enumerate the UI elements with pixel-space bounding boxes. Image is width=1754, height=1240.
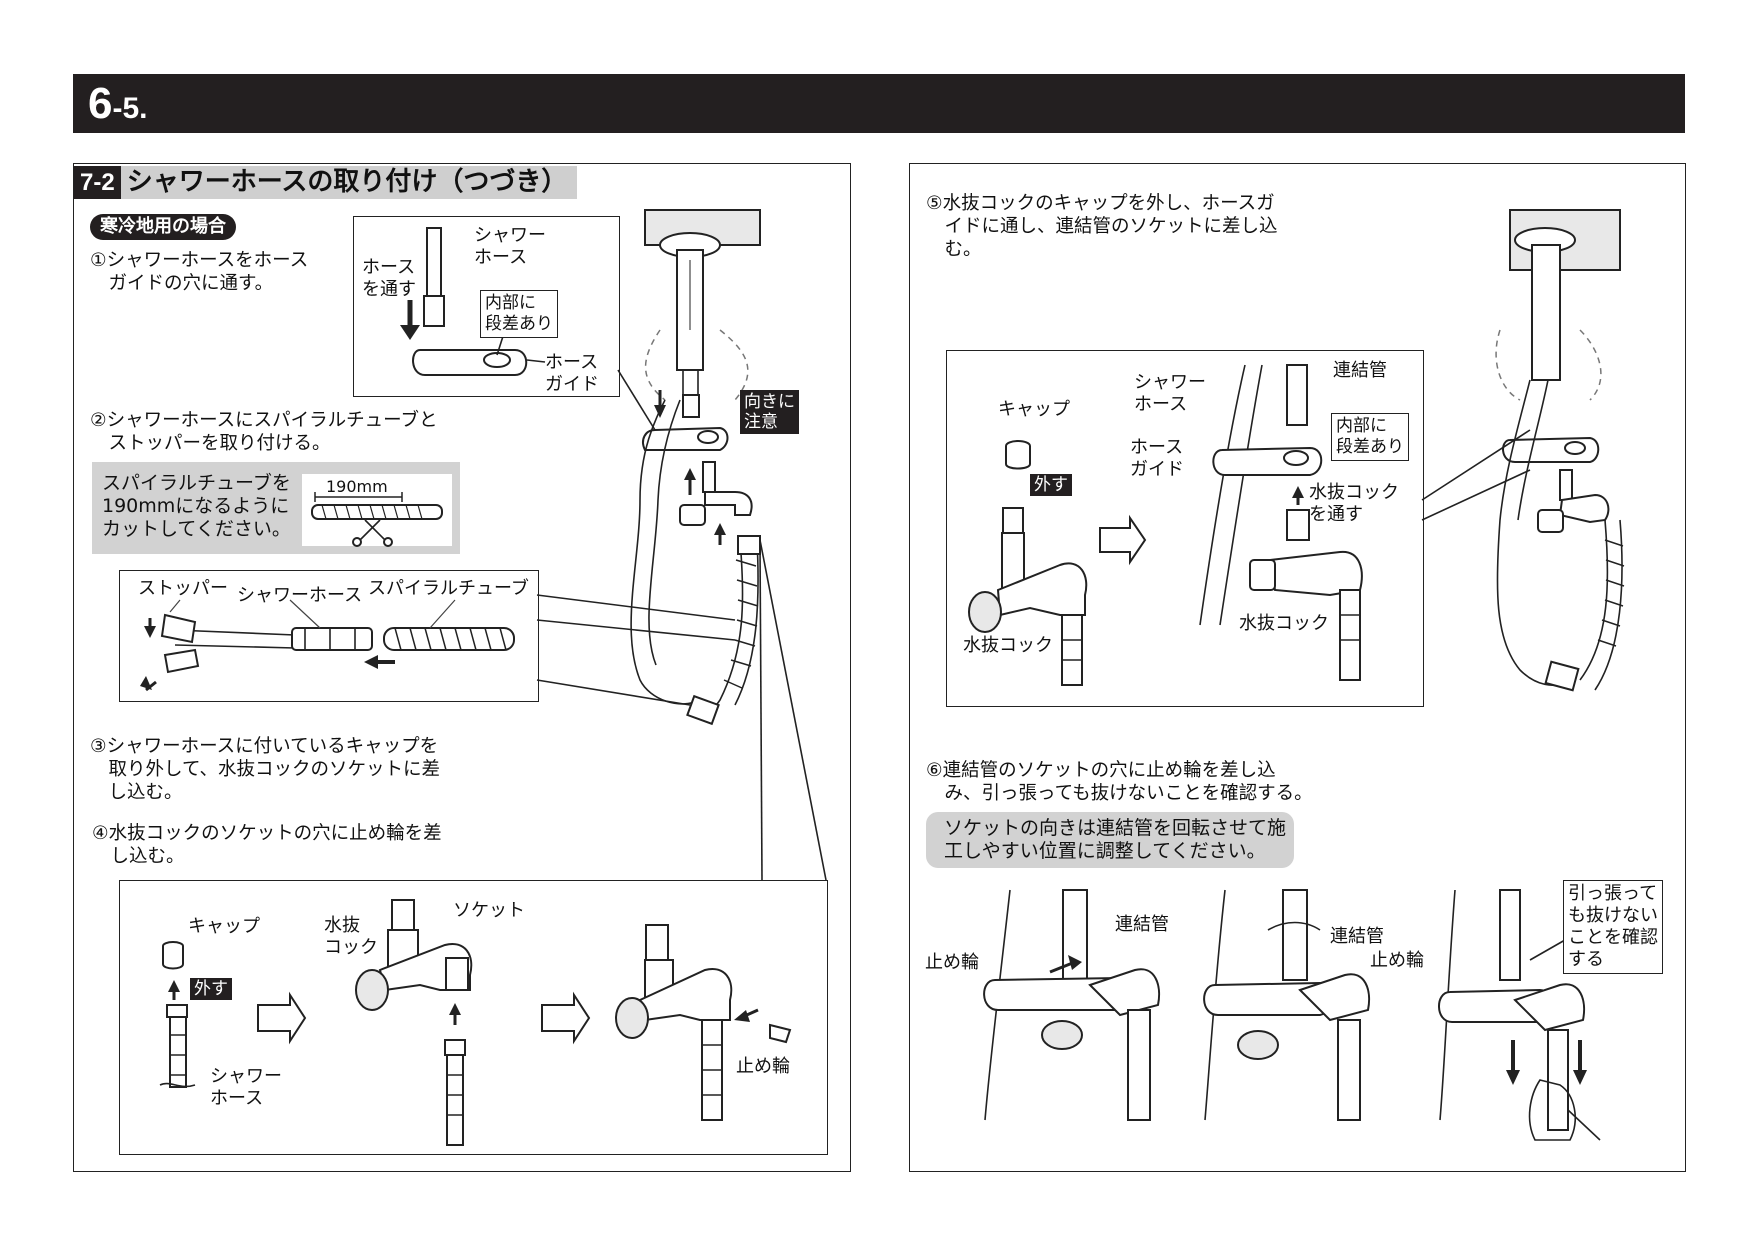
label-shower-hose-1: シャワー ホース xyxy=(474,225,546,268)
label-shower-hose-3: シャワー ホース xyxy=(1134,372,1206,415)
label-cap-1: キャップ xyxy=(188,916,260,937)
label-inner-step-2: 内部に 段差あり xyxy=(1331,413,1409,461)
label-hose-guide-1: ホース ガイド xyxy=(545,352,599,395)
label-shower-hose-inline: シャワーホース xyxy=(237,585,363,606)
step-1: ①シャワーホースをホース ガイドの穴に通す。 xyxy=(90,250,309,294)
label-connecting-pipe-1: 連結管 xyxy=(1333,360,1387,381)
label-drain-cock-1: 水抜 コック xyxy=(324,915,378,958)
label-inner-step-1: 内部に 段差あり xyxy=(480,290,558,338)
label-remove-2: 外す xyxy=(1030,474,1072,496)
faucet-illustration-left xyxy=(536,209,827,881)
label-spiral-tube: スパイラルチューブ xyxy=(368,578,529,599)
label-hose-guide-2: ホース ガイド xyxy=(1130,437,1184,480)
step-5: ⑤水抜コックのキャップを外し、ホースガ イドに通し、連結管のソケットに差し込 む… xyxy=(926,193,1278,260)
label-remove-1: 外す xyxy=(190,978,232,1000)
step-6: ⑥連結管のソケットの穴に止め輪を差し込 み、引っ張っても抜けないことを確認する。 xyxy=(926,760,1313,804)
label-retaining-ring-3: 止め輪 xyxy=(1370,950,1424,971)
retaining-ring-figures xyxy=(983,889,1601,1141)
section-number: 7-2 xyxy=(74,166,121,199)
cap-socket-detail-figure xyxy=(159,899,792,1146)
label-shower-hose-2: シャワー ホース xyxy=(210,1066,282,1109)
faucet-illustration-right xyxy=(1421,209,1625,692)
label-stopper: ストッパー xyxy=(138,578,228,599)
cold-region-badge: 寒冷地用の場合 xyxy=(90,214,236,240)
spiral-cut-figure-drawing xyxy=(311,492,443,547)
dimension-label: 190mm xyxy=(326,477,388,496)
socket-note-box xyxy=(926,812,1294,868)
socket-note-text: ソケットの向きは連結管を回転させて施 工しやすい位置に調整してください。 xyxy=(944,817,1287,862)
label-retaining-ring-1: 止め輪 xyxy=(736,1056,790,1077)
header-bar xyxy=(73,74,1685,133)
label-connecting-pipe-3: 連結管 xyxy=(1330,926,1384,947)
spiral-note-text: スパイラルチューブを 190mmになるように カットしてください。 xyxy=(102,472,291,540)
page-number: 6-5. xyxy=(88,79,148,128)
label-drain-cock-2: 水抜コック xyxy=(963,635,1053,656)
label-retaining-ring-2: 止め輪 xyxy=(925,952,979,973)
step-4: ④水抜コックのソケットの穴に止め輪を差 し込む。 xyxy=(92,823,442,867)
drain-cock-detail-figure xyxy=(968,364,1363,686)
stopper-detail-figure xyxy=(140,599,515,692)
hose-guide-detail-figure xyxy=(400,227,546,376)
label-drain-cock-3: 水抜コック xyxy=(1239,613,1329,634)
label-pull-check: 引っ張って も抜けない ことを確認 する xyxy=(1563,880,1663,974)
section-heading: シャワーホースの取り付け（つづき） xyxy=(120,166,578,199)
label-socket: ソケット xyxy=(453,900,525,921)
label-cap-2: キャップ xyxy=(998,399,1070,420)
step-3: ③シャワーホースに付いているキャップを 取り外して、水抜コックのソケットに差 し… xyxy=(90,736,441,803)
label-hose-through: ホース を通す xyxy=(362,257,416,300)
label-orientation-note: 向きに 注意 xyxy=(740,390,799,434)
label-through-drain-cock: 水抜コック を通す xyxy=(1309,482,1399,525)
step-2: ②シャワーホースにスパイラルチューブと ストッパーを取り付ける。 xyxy=(90,410,438,454)
label-connecting-pipe-2: 連結管 xyxy=(1115,914,1169,935)
